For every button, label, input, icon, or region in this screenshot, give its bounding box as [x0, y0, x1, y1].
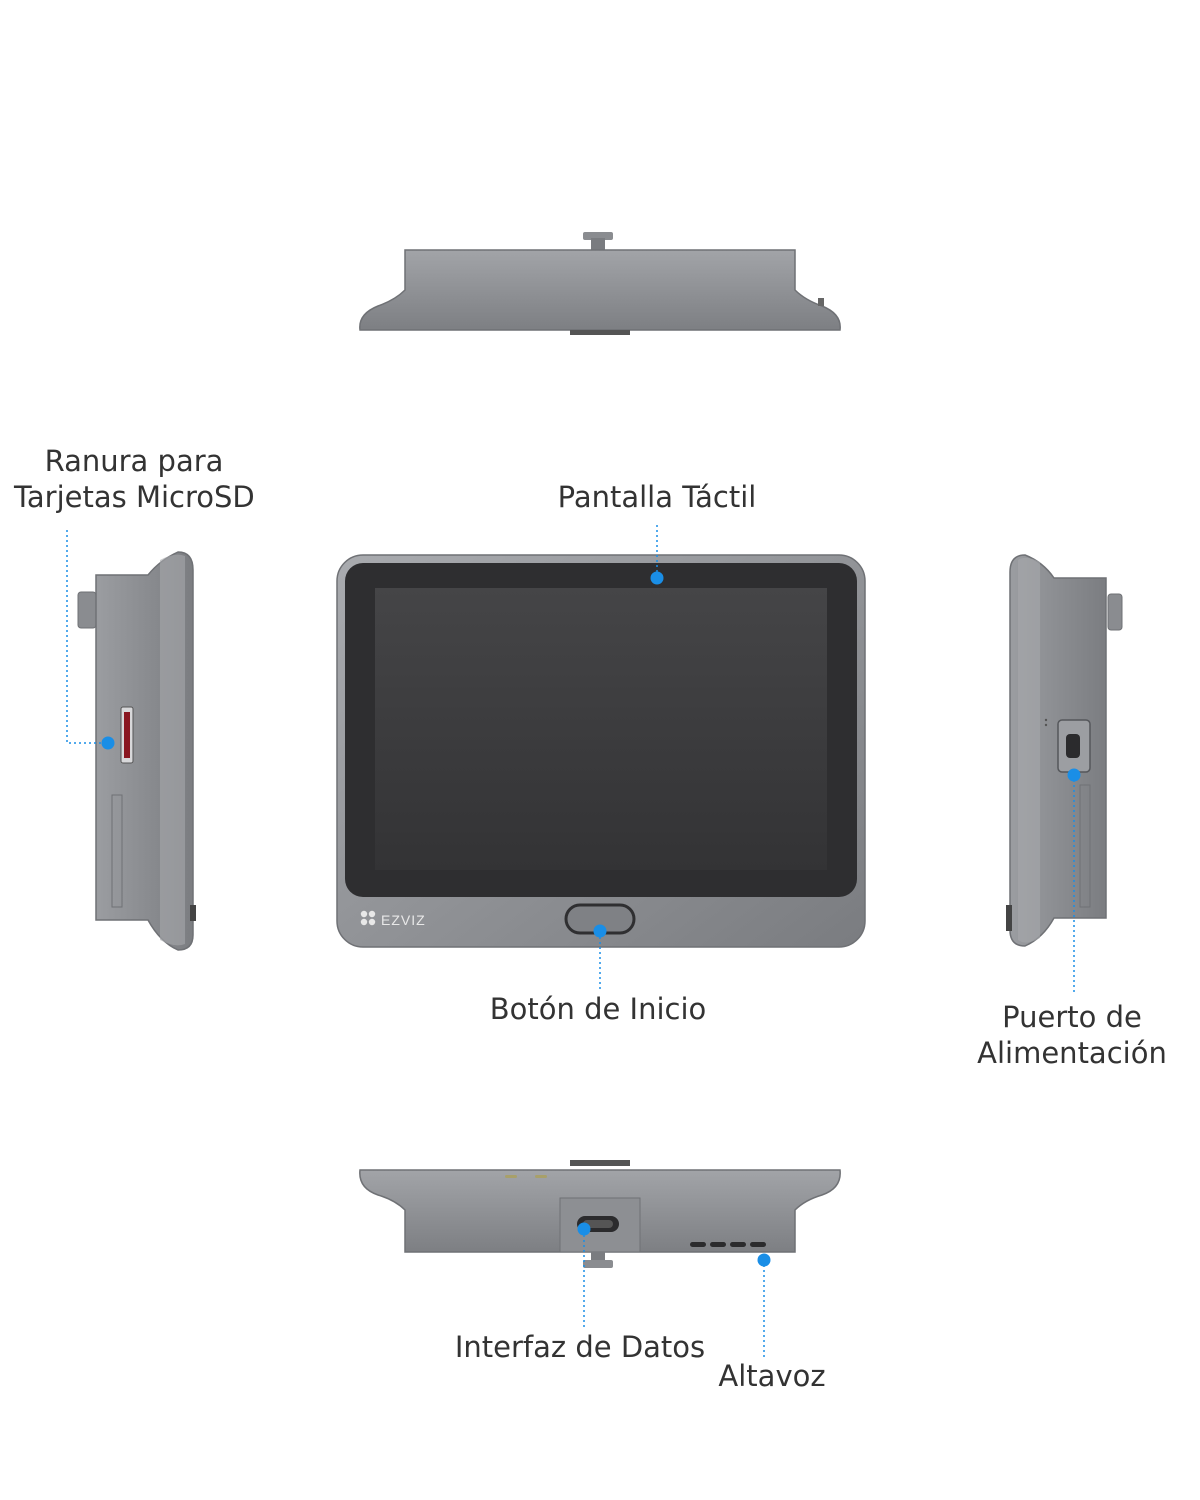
device-bottom-view [359, 1160, 841, 1268]
callout-lines [66, 525, 1075, 1358]
device-front-view: EZVIZ [336, 554, 866, 948]
power-port-label: Puerto de Alimentación [962, 999, 1182, 1071]
home-button-label: Botón de Inicio [489, 992, 707, 1026]
ezviz-logo: EZVIZ [360, 910, 426, 928]
microsd-slot-label-line1: Ranura para [44, 444, 224, 478]
callout-dots [101, 571, 1081, 1267]
speaker-grille [690, 1242, 766, 1247]
data-interface-callout-dot [577, 1222, 591, 1236]
device-top-view [359, 232, 841, 335]
microsd-slot-label-line2: Tarjetas MicroSD [14, 480, 255, 514]
power-port-callout-dot [1067, 768, 1081, 782]
touch-screen-callout-dot [650, 571, 664, 585]
touch-screen[interactable] [375, 588, 827, 870]
device-left-side-view [77, 551, 196, 951]
logo-text: EZVIZ [381, 912, 426, 928]
data-interface-label: Interfaz de Datos [454, 1330, 706, 1364]
device-right-side-view [1006, 554, 1123, 947]
power-port-label-line2: Alimentación [977, 1036, 1167, 1070]
microsd-callout-dot [101, 736, 115, 750]
touch-screen-label: Pantalla Táctil [557, 480, 757, 514]
speaker-label: Altavoz [718, 1359, 826, 1393]
power-port-label-line1: Puerto de [1002, 1000, 1142, 1034]
home-button-callout-dot [593, 924, 607, 938]
speaker-callout-dot [757, 1253, 771, 1267]
microsd-slot-label: Ranura para Tarjetas MicroSD [14, 443, 255, 515]
